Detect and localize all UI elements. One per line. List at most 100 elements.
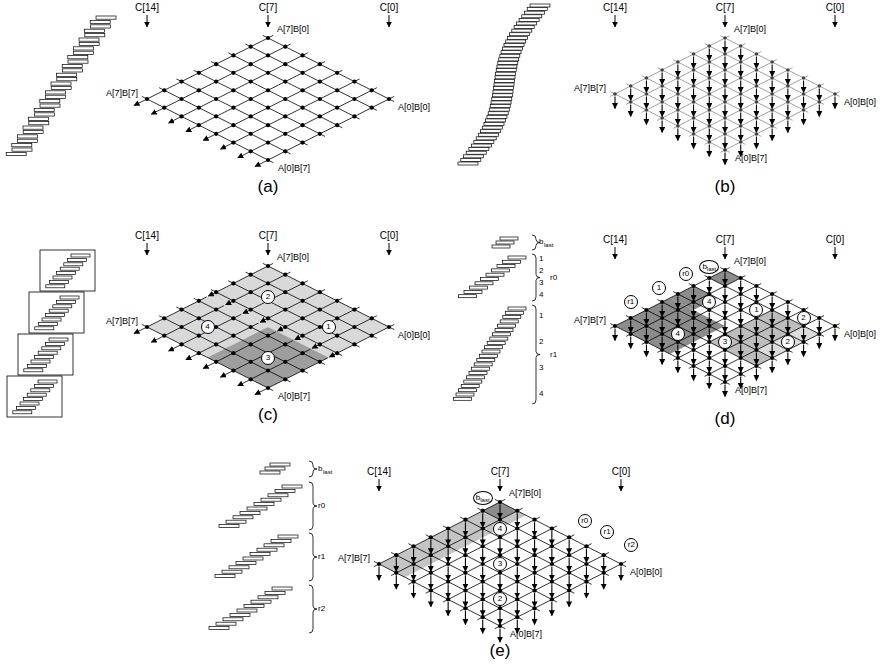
callout-text: r1 bbox=[604, 528, 611, 536]
partial-product-dot bbox=[770, 92, 774, 96]
sum-arrow bbox=[693, 305, 694, 317]
sum-arrow bbox=[709, 113, 710, 125]
partial-product-dot bbox=[463, 518, 467, 522]
schedule-bar bbox=[74, 51, 94, 54]
partial-product-dot bbox=[283, 342, 287, 346]
schedule-bar bbox=[524, 11, 544, 14]
partial-product-dot bbox=[300, 299, 304, 303]
partial-product-dot bbox=[266, 281, 270, 285]
partial-product-dot bbox=[179, 79, 183, 83]
grid-line bbox=[443, 535, 574, 602]
partial-product-dot bbox=[283, 360, 287, 364]
grid-line bbox=[626, 316, 745, 377]
schedule-bar bbox=[57, 73, 77, 76]
schedule-bar bbox=[484, 123, 504, 126]
sum-arrow bbox=[693, 337, 694, 349]
grid-line bbox=[169, 314, 242, 351]
callout-text: last bbox=[707, 266, 716, 272]
schedule-bar bbox=[46, 314, 65, 317]
grid-line bbox=[705, 316, 824, 377]
sum-arrow bbox=[677, 297, 678, 309]
partial-product-dot bbox=[197, 106, 201, 110]
sum-arrow bbox=[569, 540, 570, 554]
column-label: C[14] bbox=[135, 231, 159, 241]
partial-product-dot bbox=[231, 351, 235, 355]
schedule-bar bbox=[282, 485, 302, 488]
panel-caption: (a) bbox=[258, 178, 279, 195]
schedule-bar bbox=[496, 241, 514, 244]
column-arrow bbox=[835, 15, 836, 27]
schedule-bar bbox=[230, 613, 250, 616]
schedule-bar bbox=[498, 61, 518, 64]
schedule-bar bbox=[494, 87, 514, 90]
partial-product-dot bbox=[231, 299, 235, 303]
vertex-label: A[0]B[7] bbox=[510, 630, 542, 639]
stage-number: 3 bbox=[539, 364, 543, 372]
partial-product-dot bbox=[754, 284, 758, 288]
sum-arrow bbox=[740, 129, 741, 141]
partial-product-dot bbox=[532, 518, 536, 522]
grid-line bbox=[642, 52, 761, 113]
partial-product-dot bbox=[162, 88, 166, 92]
partial-product-dot bbox=[723, 380, 727, 384]
sum-arrow bbox=[586, 567, 587, 581]
partial-product-dot bbox=[300, 106, 304, 110]
schedule-bar bbox=[486, 273, 504, 276]
partial-product-dot bbox=[335, 316, 339, 320]
sum-arrow bbox=[709, 65, 710, 77]
partial-product-dot bbox=[197, 351, 201, 355]
grid-line bbox=[657, 60, 776, 121]
grid-line bbox=[626, 276, 745, 337]
sum-arrow bbox=[448, 549, 449, 563]
sum-arrow bbox=[740, 361, 741, 373]
sum-arrow bbox=[709, 129, 710, 141]
sum-arrow bbox=[482, 602, 483, 616]
partial-product-dot bbox=[660, 84, 664, 88]
partial-product-dot bbox=[723, 84, 727, 88]
sum-arrow bbox=[430, 593, 431, 607]
sum-arrow bbox=[787, 121, 788, 133]
partial-product-dot bbox=[770, 340, 774, 344]
sum-arrow bbox=[534, 540, 535, 554]
grid-line bbox=[689, 76, 808, 137]
callout-text: b bbox=[702, 263, 706, 271]
brace bbox=[532, 254, 540, 301]
partial-product-dot bbox=[723, 36, 727, 40]
schedule-bar bbox=[38, 351, 57, 354]
sum-arrow bbox=[787, 305, 788, 317]
partial-product-dot bbox=[723, 100, 727, 104]
partial-product-dot bbox=[411, 544, 415, 548]
schedule-bar bbox=[215, 575, 235, 578]
partial-product-dot bbox=[266, 123, 270, 127]
grid-line bbox=[151, 306, 224, 343]
partial-product-dot bbox=[283, 132, 287, 136]
partial-product-dot bbox=[283, 97, 287, 101]
column-label: C[14] bbox=[603, 3, 627, 13]
sum-arrow bbox=[803, 113, 804, 125]
partial-product-dot bbox=[676, 60, 680, 64]
grid-line bbox=[238, 349, 311, 386]
grid-line bbox=[246, 272, 377, 338]
grid-line bbox=[657, 300, 776, 361]
vertex-label: A[0]B[7] bbox=[735, 386, 767, 395]
shaded-block bbox=[483, 502, 518, 520]
sum-arrow bbox=[772, 65, 773, 77]
column-arrow bbox=[268, 15, 269, 27]
partial-product-dot bbox=[692, 52, 696, 56]
sum-arrow bbox=[534, 558, 535, 572]
sum-arrow bbox=[677, 313, 678, 325]
partial-product-dot bbox=[318, 97, 322, 101]
schedule-bar bbox=[466, 376, 484, 379]
partial-product-dot bbox=[692, 132, 696, 136]
schedule-bar bbox=[502, 47, 522, 50]
partial-product-dot bbox=[515, 615, 519, 619]
callout-circle: 2 bbox=[797, 311, 811, 325]
schedule-bar bbox=[491, 101, 511, 104]
sum-arrow bbox=[787, 105, 788, 117]
sum-arrow bbox=[819, 105, 820, 117]
sum-arrow bbox=[465, 575, 466, 589]
partial-product-dot bbox=[162, 334, 166, 338]
partial-product-dot bbox=[249, 132, 253, 136]
sum-arrow bbox=[534, 611, 535, 625]
grid-line bbox=[203, 70, 342, 140]
